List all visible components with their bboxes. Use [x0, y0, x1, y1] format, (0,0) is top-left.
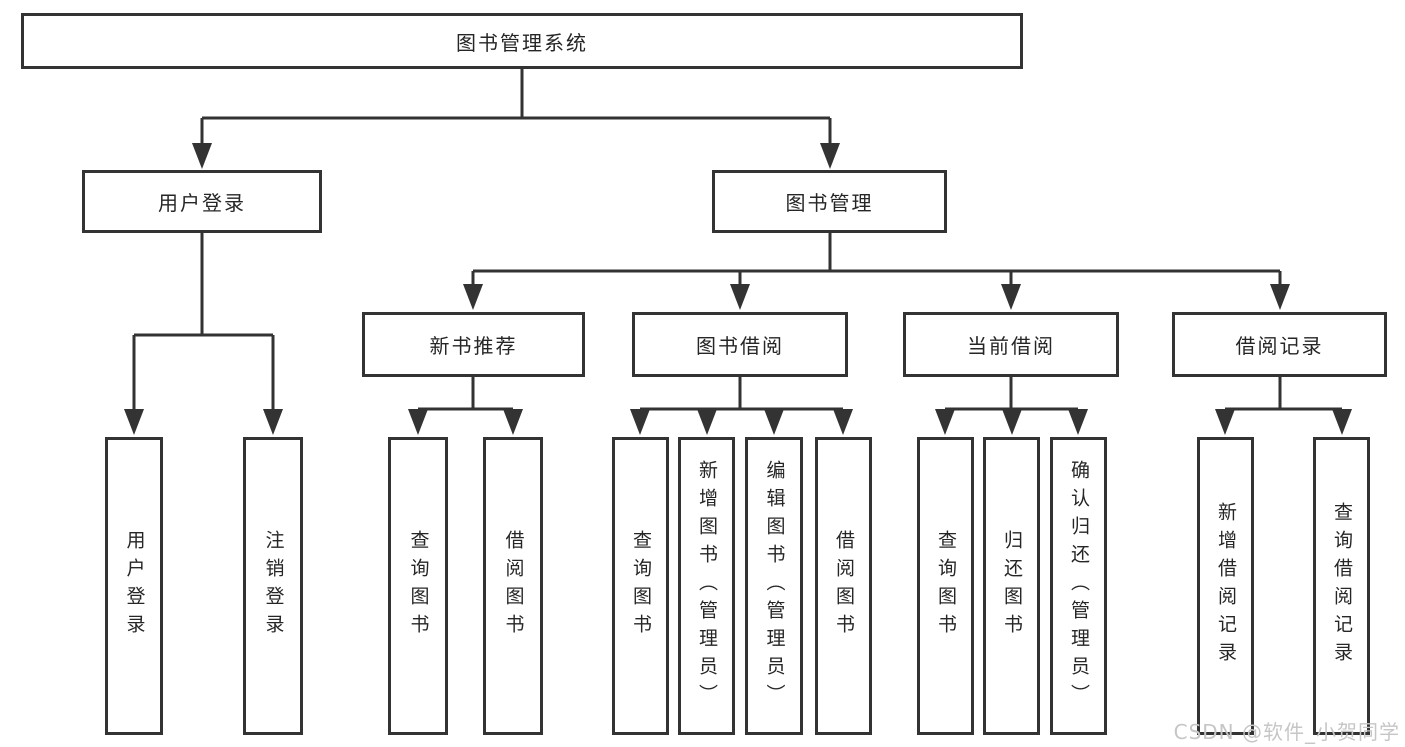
- node-book-management: 图书管理: [712, 170, 947, 233]
- leaf-user-login: 用户登录: [105, 437, 163, 735]
- leaf-logout: 注销登录: [243, 437, 303, 735]
- leaf-query-books-borrowing: 查询图书: [612, 437, 669, 735]
- leaf-query-books-current: 查询图书: [917, 437, 974, 735]
- node-new-book-recommendation: 新书推荐: [362, 312, 585, 377]
- leaf-add-borrowing-record: 新增借阅记录: [1197, 437, 1254, 735]
- leaf-edit-books-admin: 编辑图书（管理员）: [745, 437, 803, 735]
- node-library-management-system: 图书管理系统: [21, 13, 1023, 69]
- leaf-borrow-books-recommend: 借阅图书: [483, 437, 543, 735]
- connector-arrowheads: [124, 143, 1352, 435]
- leaf-add-books-admin: 新增图书（管理员）: [678, 437, 735, 735]
- csdn-watermark: CSDN @软件_小贺同学: [1173, 720, 1400, 744]
- node-user-login: 用户登录: [82, 170, 322, 233]
- leaf-confirm-return-admin: 确认归还（管理员）: [1050, 437, 1107, 735]
- node-borrowing-records: 借阅记录: [1172, 312, 1387, 377]
- leaf-query-books-recommend: 查询图书: [388, 437, 448, 735]
- node-current-borrowing: 当前借阅: [903, 312, 1119, 377]
- node-book-borrowing: 图书借阅: [632, 312, 848, 377]
- leaf-borrow-books-borrowing: 借阅图书: [815, 437, 872, 735]
- leaf-return-books: 归还图书: [983, 437, 1040, 735]
- leaf-query-borrowing-record: 查询借阅记录: [1313, 437, 1370, 735]
